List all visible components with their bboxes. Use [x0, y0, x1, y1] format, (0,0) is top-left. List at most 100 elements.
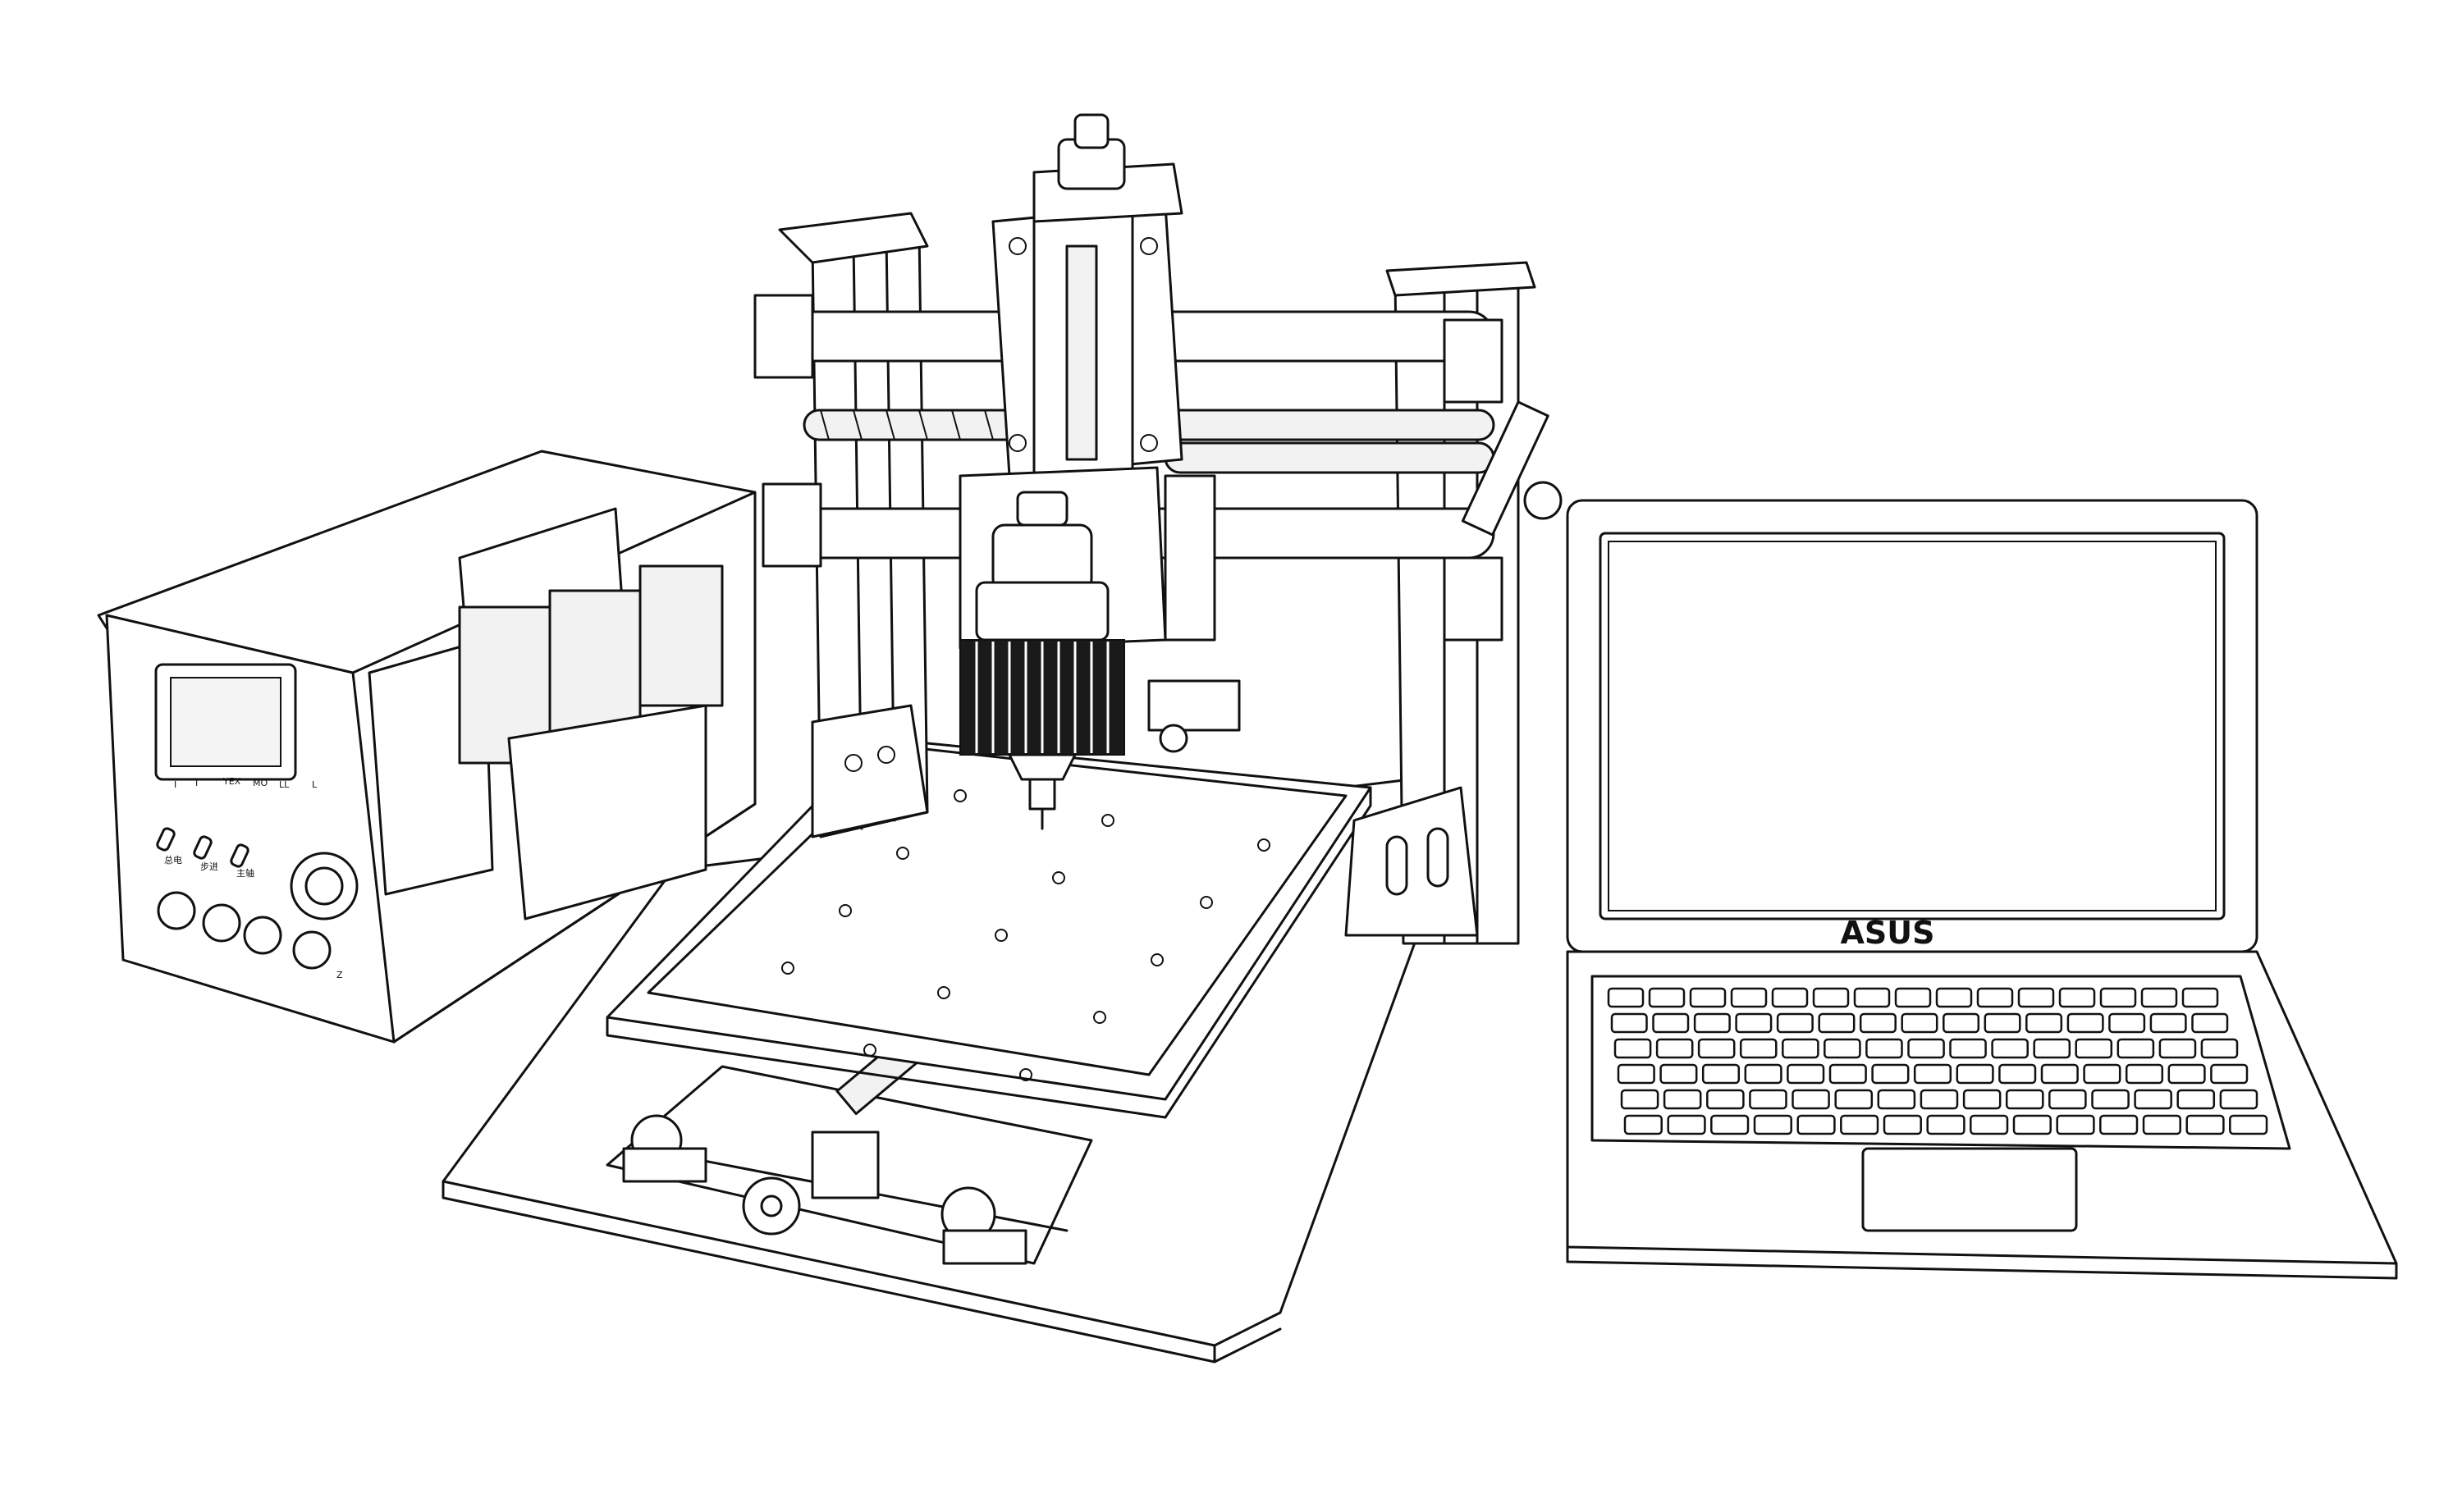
speed-knob[interactable]: [243, 916, 282, 955]
keyboard-key[interactable]: [1663, 1089, 1702, 1110]
keyboard-key[interactable]: [1828, 1063, 1867, 1085]
keyboard-key[interactable]: [1689, 987, 1727, 1008]
keyboard-key[interactable]: [1901, 1012, 1938, 1034]
keyboard-key[interactable]: [1877, 1089, 1916, 1110]
keyboard-key[interactable]: [1648, 987, 1686, 1008]
controller-toggle-switches[interactable]: 总电 步进 主轴: [156, 827, 254, 879]
keyboard-key[interactable]: [2012, 1114, 2052, 1135]
keyboard-key[interactable]: [1652, 1012, 1690, 1034]
keyboard-key[interactable]: [1935, 987, 1973, 1008]
keyboard-key[interactable]: [1943, 1012, 1980, 1034]
keyboard-key[interactable]: [1812, 987, 1850, 1008]
keyboard-key[interactable]: [1962, 1089, 2002, 1110]
keyboard-key[interactable]: [2140, 987, 2178, 1008]
keyboard-key[interactable]: [2017, 987, 2055, 1008]
keyboard-key[interactable]: [2185, 1114, 2225, 1135]
keyboard-key[interactable]: [2149, 1012, 2187, 1034]
keyboard-key[interactable]: [2056, 1114, 2095, 1135]
keyboard-key[interactable]: [1834, 1089, 1874, 1110]
keyboard-key[interactable]: [1894, 987, 1932, 1008]
keyboard-key[interactable]: [2025, 1012, 2063, 1034]
controller-knobs[interactable]: Z: [157, 852, 359, 980]
keyboard-key[interactable]: [2229, 1114, 2268, 1135]
keyboard-key[interactable]: [1710, 1114, 1750, 1135]
keyboard-key[interactable]: [1617, 1063, 1655, 1085]
keyboard-key[interactable]: [1998, 1063, 2037, 1085]
keyboard-key[interactable]: [2040, 1063, 2079, 1085]
keyboard-key[interactable]: [1991, 1038, 2029, 1059]
keyboard-key[interactable]: [2176, 1089, 2216, 1110]
keyboard-key[interactable]: [1655, 1038, 1694, 1059]
keyboard-key[interactable]: [1970, 1114, 2009, 1135]
keyboard-key[interactable]: [1620, 1089, 1659, 1110]
keyboard-key[interactable]: [1792, 1089, 1830, 1110]
keyboard-key[interactable]: [1840, 1114, 1879, 1135]
keyboard-key[interactable]: [1744, 1063, 1782, 1085]
keyboard-key[interactable]: [2075, 1038, 2113, 1059]
keyboard-key[interactable]: [2033, 1038, 2071, 1059]
keyboard-key[interactable]: [1701, 1063, 1741, 1085]
keyboard-key[interactable]: [2099, 1114, 2139, 1135]
keyboard-key[interactable]: [2108, 1012, 2146, 1034]
keyboard-key[interactable]: [1859, 1012, 1897, 1034]
keyboard-key[interactable]: [2083, 1063, 2121, 1085]
keyboard-key[interactable]: [1871, 1063, 1910, 1085]
keyboard-key[interactable]: [1926, 1114, 1965, 1135]
keyboard-key[interactable]: [2066, 1012, 2104, 1034]
keyboard-key[interactable]: [1865, 1038, 1903, 1059]
keyboard-key[interactable]: [2116, 1038, 2155, 1059]
keyboard-key[interactable]: [2134, 1089, 2172, 1110]
keyboard-key[interactable]: [1730, 987, 1768, 1008]
keyboard-key[interactable]: [1667, 1114, 1706, 1135]
keyboard-key[interactable]: [2210, 1063, 2249, 1085]
keyboard-key[interactable]: [1796, 1114, 1836, 1135]
keyboard-key[interactable]: [2099, 987, 2137, 1008]
keyboard-key[interactable]: [2142, 1114, 2181, 1135]
keyboard-key[interactable]: [1771, 987, 1809, 1008]
keyboard-key[interactable]: [1920, 1089, 1959, 1110]
keyboard-key[interactable]: [2219, 1089, 2258, 1110]
laptop-touchpad[interactable]: [1861, 1147, 2078, 1232]
keyboard-key[interactable]: [2167, 1063, 2206, 1085]
keyboard-key[interactable]: [1853, 987, 1891, 1008]
keyboard-key[interactable]: [1824, 1038, 1861, 1059]
keyboard-key[interactable]: [2181, 987, 2219, 1008]
keyboard-key[interactable]: [2005, 1089, 2044, 1110]
keyboard-key[interactable]: [1949, 1038, 1987, 1059]
spindle-switch[interactable]: [230, 843, 249, 868]
keyboard-key[interactable]: [1787, 1063, 1825, 1085]
keyboard-key[interactable]: [1818, 1012, 1856, 1034]
keyboard-key[interactable]: [1984, 1012, 2021, 1034]
keyboard-key[interactable]: [2191, 1012, 2229, 1034]
laptop-keyboard[interactable]: [1607, 987, 2268, 1135]
keyboard-key[interactable]: [2125, 1063, 2164, 1085]
keyboard-key[interactable]: [1913, 1063, 1952, 1085]
keyboard-key[interactable]: [1613, 1038, 1652, 1059]
keyboard-key[interactable]: [1607, 987, 1645, 1008]
keyboard-key[interactable]: [2200, 1038, 2239, 1059]
keyboard-key[interactable]: [1693, 1012, 1731, 1034]
x-jog-knob[interactable]: [157, 891, 196, 930]
keyboard-key[interactable]: [1782, 1038, 1819, 1059]
keyboard-key[interactable]: [1907, 1038, 1945, 1059]
keyboard-key[interactable]: [1735, 1012, 1773, 1034]
stepper-switch[interactable]: [193, 835, 213, 860]
keyboard-key[interactable]: [1659, 1063, 1698, 1085]
y-jog-knob[interactable]: [202, 903, 241, 943]
laptop-screen[interactable]: [1608, 541, 2217, 911]
keyboard-key[interactable]: [1976, 987, 2014, 1008]
keyboard-key[interactable]: [1610, 1012, 1648, 1034]
keyboard-key[interactable]: [2048, 1089, 2087, 1110]
keyboard-key[interactable]: [2158, 1038, 2197, 1059]
keyboard-key[interactable]: [1623, 1114, 1663, 1135]
keyboard-key[interactable]: [1753, 1114, 1792, 1135]
keyboard-key[interactable]: [2091, 1089, 2130, 1110]
keyboard-key[interactable]: [1956, 1063, 1994, 1085]
power-switch[interactable]: [156, 827, 176, 852]
keyboard-key[interactable]: [2058, 987, 2096, 1008]
keyboard-key[interactable]: [1697, 1038, 1736, 1059]
keyboard-key[interactable]: [1749, 1089, 1787, 1110]
feed-knob[interactable]: [292, 930, 332, 970]
keyboard-key[interactable]: [1776, 1012, 1814, 1034]
keyboard-key[interactable]: [1883, 1114, 1922, 1135]
